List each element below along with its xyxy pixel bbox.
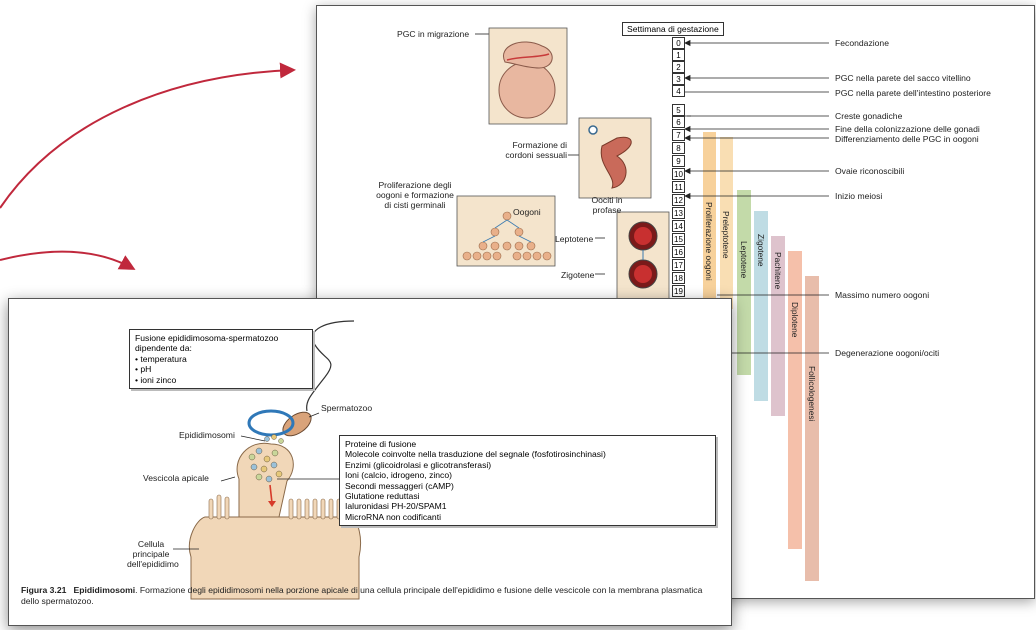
stage-bar-follicologenesi [805, 276, 819, 581]
week-6: 6 [672, 116, 685, 128]
week-1: 1 [672, 49, 685, 61]
event-fecondazione: Fecondazione [835, 38, 889, 48]
event-creste: Creste gonadiche [835, 111, 902, 121]
pgc-migration-illustration [489, 28, 567, 124]
week-7: 7 [672, 129, 685, 141]
week-10: 10 [672, 168, 685, 180]
week-0: 0 [672, 37, 685, 49]
content-item: Enzimi (glicoidrolasi e glicotransferasi… [345, 460, 710, 470]
week-15: 15 [672, 233, 685, 245]
week-19: 19 [672, 285, 685, 297]
week-5: 5 [672, 104, 685, 116]
week-11: 11 [672, 181, 685, 193]
stage-bar-diplotene [788, 251, 802, 549]
caption-title: Epididimosomi [74, 585, 136, 595]
figure-caption: Figura 3.21 Epididimosomi. Formazione de… [21, 585, 711, 607]
stage-label-proliferazione: Proliferazione oogoni [704, 202, 714, 281]
fusion-conditions-title: Fusione epididimosoma-spermatozoo dipend… [135, 333, 307, 354]
content-item: Proteine di fusione [345, 439, 710, 449]
week-2: 2 [672, 61, 685, 73]
label-spermatozoon: Spermatozoo [321, 403, 372, 413]
stage-label-leptotene: Leptotene [739, 241, 749, 278]
content-item: Secondi messaggeri (cAMP) [345, 481, 710, 491]
stage-label-follicologenesi: Follicologenesi [807, 366, 817, 421]
week-4: 4 [672, 85, 685, 97]
event-differenziamento: Differenziamento delle PGC in oogoni [835, 134, 979, 144]
content-item: Ioni (calcio, idrogeno, zinco) [345, 470, 710, 480]
label-pgc-migration: PGC in migrazione [397, 29, 469, 39]
label-zygotene: Zigotene [561, 270, 594, 280]
epididymosome-figure-page: Fusione epididimosoma-spermatozoo dipend… [8, 298, 732, 626]
content-item: Glutatione reduttasi [345, 491, 710, 501]
label-oogonia: Oogoni [513, 207, 541, 217]
fusion-item-zinco: • ioni zinco [135, 375, 307, 385]
week-14: 14 [672, 220, 685, 232]
fusion-item-temperatura: • temperatura [135, 354, 307, 364]
timeline-header: Settimana di gestazione [622, 22, 724, 36]
content-item: Ialuronidasi PH-20/SPAM1 [345, 501, 710, 511]
label-prophase: Oociti in profase [585, 195, 629, 215]
caption-figure-number: Figura 3.21 [21, 585, 66, 595]
stage-label-zigotene: Zigotene [756, 234, 766, 267]
label-principal-cell: Cellula principale dell'epididimo [127, 539, 175, 569]
fusion-item-ph: • pH [135, 364, 307, 374]
label-sex-cords: Formazione di cordoni sessuali [487, 140, 567, 160]
week-18: 18 [672, 272, 685, 284]
event-pgc-intestino: PGC nella parete dell'intestino posterio… [835, 88, 991, 98]
content-item: MicroRNA non codificanti [345, 512, 710, 522]
week-13: 13 [672, 207, 685, 219]
week-9: 9 [672, 155, 685, 167]
event-degenerazione: Degenerazione oogoni/ociti [835, 348, 939, 358]
week-3: 3 [672, 73, 685, 85]
week-12: 12 [672, 194, 685, 206]
event-ovaie: Ovaie riconoscibili [835, 166, 904, 176]
event-colonizzazione: Fine della colonizzazione delle gonadi [835, 124, 980, 134]
sex-cords-illustration [579, 118, 651, 198]
week-17: 17 [672, 259, 685, 271]
label-proliferation: Proliferazione degli oogoni e formazione… [373, 180, 457, 210]
curved-arrows [0, 0, 320, 300]
stage-bar-leptotene [737, 190, 751, 375]
event-massimo-oogoni: Massimo numero oogoni [835, 290, 929, 300]
label-epididymosomes: Epididimosomi [179, 430, 235, 440]
label-apical-vesicle: Vescicola apicale [143, 473, 209, 483]
event-pgc-sacco: PGC nella parete del sacco vitellino [835, 73, 971, 83]
stage-label-pachitene: Pachitene [773, 252, 783, 289]
stage-label-preleptotene: Preleptotene [721, 211, 731, 259]
week-16: 16 [672, 246, 685, 258]
event-inizio-meiosi: Inizio meiosi [835, 191, 882, 201]
stage-label-diplotene: Diplotene [790, 302, 800, 337]
content-item: Molecole coinvolte nella trasduzione del… [345, 449, 710, 459]
label-leptotene: Leptotene [555, 234, 593, 244]
week-8: 8 [672, 142, 685, 154]
epididymosome-content-box: Proteine di fusione Molecole coinvolte n… [339, 435, 716, 526]
prophase-oocytes-illustration [617, 212, 669, 304]
fusion-conditions-box: Fusione epididimosoma-spermatozoo dipend… [129, 329, 313, 389]
